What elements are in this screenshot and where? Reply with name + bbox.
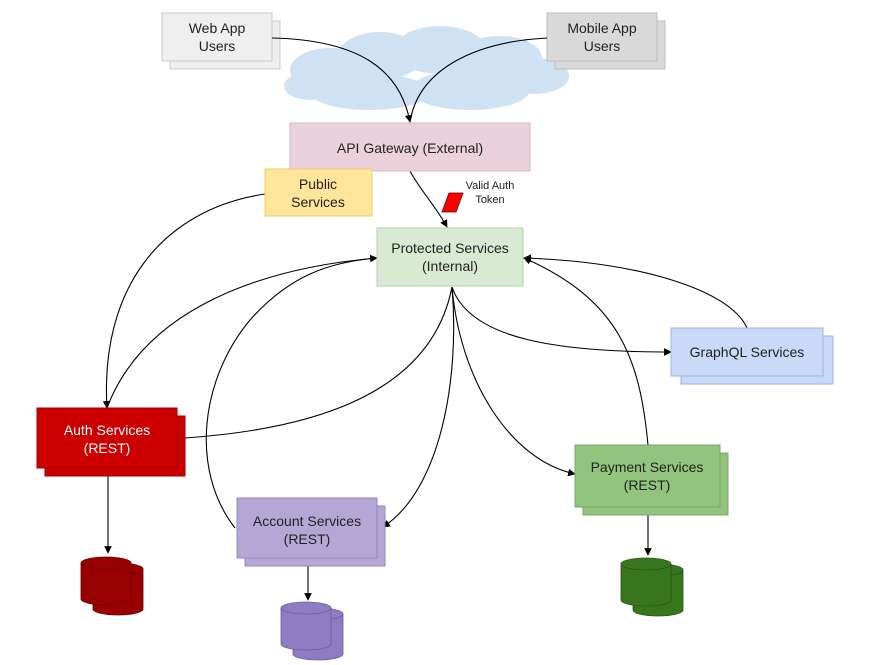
- graphql-services-node: GraphQL Services: [670, 327, 834, 385]
- node-label: GraphQL Services: [690, 344, 805, 360]
- node-box: [289, 122, 531, 172]
- connectors: [102, 37, 748, 601]
- node-label-line2: (REST): [624, 477, 671, 493]
- protected-services-node: Protected Services (Internal): [376, 227, 524, 287]
- node-label-line2: Services: [291, 194, 345, 210]
- auth-services-node: Auth Services (REST): [36, 407, 186, 477]
- node-label-line2: Users: [584, 38, 621, 54]
- edge-account-to-protected: [205, 254, 378, 529]
- token-label-line2: Token: [475, 194, 504, 206]
- edge-protected-to-account: [382, 286, 455, 528]
- node-box: [574, 444, 721, 508]
- payment-services-node: Payment Services (REST): [574, 444, 729, 516]
- edge-auth-to-protected: [184, 286, 453, 439]
- token-label-line1: Valid Auth: [466, 180, 515, 192]
- node-label-line2: (REST): [84, 440, 131, 456]
- edge-payment-to-protected: [523, 257, 649, 446]
- db-cylinder-front: [620, 557, 672, 607]
- edge-gateway-to-protected: [409, 170, 448, 228]
- edge-protected-to-graphql: [451, 286, 672, 356]
- edge-protected-to-auth: [106, 257, 378, 409]
- node-box: [161, 12, 273, 62]
- web-app-users-node: Web App Users: [161, 12, 281, 70]
- node-box: [264, 168, 373, 217]
- node-box: [670, 327, 824, 377]
- node-label-line1: Payment Services: [591, 459, 704, 475]
- edge-public-to-auth: [102, 193, 266, 409]
- account-database-icon: [280, 601, 344, 661]
- node-label-line1: Web App: [189, 20, 246, 36]
- payment-database-icon: [620, 557, 684, 617]
- node-label-line1: Public: [299, 176, 337, 192]
- mobile-app-users-node: Mobile App Users: [546, 12, 666, 70]
- token-icon: [441, 192, 464, 213]
- node-label-line2: (Internal): [422, 258, 478, 274]
- edge-protected-to-payment: [451, 286, 576, 477]
- node-label-line1: Account Services: [253, 513, 361, 529]
- node-label-line1: Protected Services: [391, 240, 509, 256]
- api-gateway-node: API Gateway (External): [289, 122, 531, 172]
- node-label-line2: (REST): [284, 531, 331, 547]
- node-box: [36, 407, 178, 469]
- account-services-node: Account Services (REST): [236, 497, 386, 567]
- node-box: [376, 227, 524, 287]
- node-label-line1: Auth Services: [64, 422, 150, 438]
- edge-web-to-gateway: [271, 37, 413, 123]
- edge-graphql-to-protected: [523, 254, 748, 329]
- auth-database-icon: [80, 556, 144, 616]
- db-cylinder-front: [80, 556, 132, 606]
- node-box: [236, 497, 378, 559]
- node-box: [546, 12, 658, 62]
- public-services-node: Public Services: [264, 168, 373, 217]
- node-label-line2: Users: [199, 38, 236, 54]
- valid-auth-token: Valid Auth Token: [441, 180, 515, 213]
- node-label-line1: Mobile App: [567, 20, 636, 36]
- node-label: API Gateway (External): [337, 140, 483, 156]
- internet-cloud: [284, 26, 569, 110]
- db-cylinder-front: [280, 601, 332, 651]
- edge-mobile-to-gateway: [409, 37, 548, 123]
